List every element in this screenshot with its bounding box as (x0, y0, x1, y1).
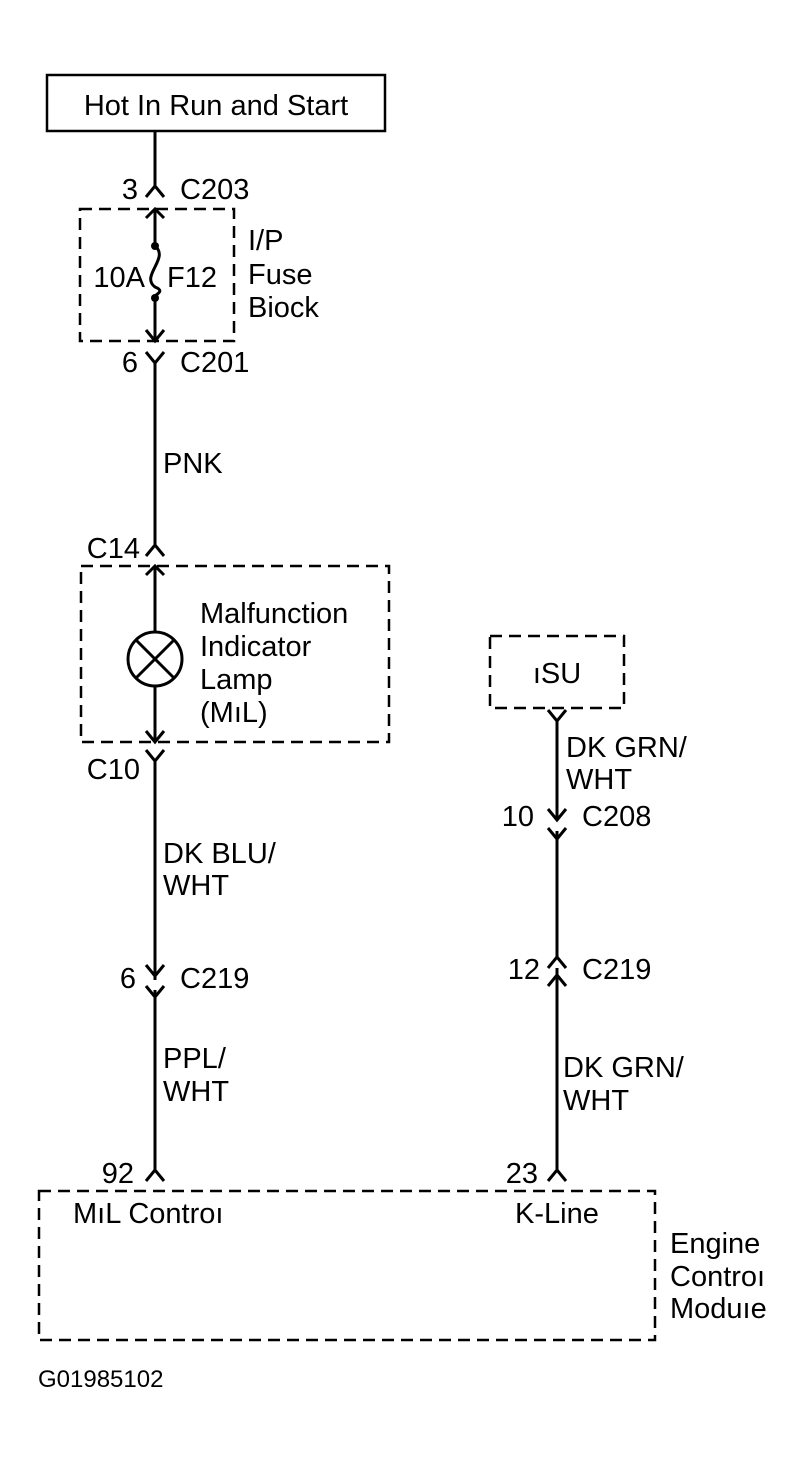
mil-lamp-component: Malfunction Indicator Lamp (MıL) (79, 563, 391, 745)
c201-symbol (144, 351, 166, 366)
isu-label: ıSU (533, 658, 581, 690)
lamp-cross-b (134, 638, 176, 680)
pin-92-symbol (144, 1167, 166, 1182)
connector-c219-kline: 12 C219 (508, 954, 651, 987)
ecm-name-3: Moduıe (670, 1293, 767, 1325)
fuse-element-icon (149, 244, 162, 300)
c219-kline-female (546, 972, 568, 987)
power-source-label: Hot In Run and Start (84, 90, 348, 122)
ecm-name-1: Engine (670, 1228, 760, 1260)
pin-23-label: 23 (506, 1158, 538, 1190)
connector-ecm-pin-92: 92 (102, 1158, 166, 1190)
mil-bottom-arrow (144, 730, 166, 745)
mil-label-1: Malfunction (200, 598, 348, 630)
c219-mil-male (144, 964, 166, 979)
wire-label-dk-blu-wht-2: WHT (163, 870, 229, 902)
figure-id: G01985102 (38, 1366, 163, 1393)
power-source-box (45, 73, 387, 133)
c208-name: C208 (582, 801, 651, 833)
connector-c10: C10 (87, 749, 166, 786)
fuse-block-name-2: Fuse (248, 259, 312, 291)
c203-symbol (144, 183, 166, 198)
isu-output-symbol (546, 709, 568, 724)
fuse-block-name-3: Biock (248, 292, 319, 324)
c10-symbol (144, 749, 166, 764)
c201-name: C201 (180, 347, 249, 379)
c208-female (546, 827, 568, 842)
c14-symbol (144, 542, 166, 557)
c219-mil-name: C219 (180, 963, 249, 995)
c219-kline-pin: 12 (508, 954, 540, 986)
ecm-name-2: Controı (670, 1261, 765, 1293)
c203-pin: 3 (122, 174, 138, 206)
connector-c14: C14 (87, 533, 166, 565)
ecm-k-line-label: K-Line (515, 1198, 599, 1230)
c208-male (546, 808, 568, 823)
c203-name: C203 (180, 174, 249, 206)
mil-label-2: Indicator (200, 631, 312, 663)
c208-pin: 10 (502, 801, 534, 833)
fuse-bottom-arrow (144, 329, 166, 344)
wire-label-dk-grn-wht-top-2: WHT (566, 764, 632, 796)
connector-c203: 3 C203 (122, 174, 249, 206)
c10-name: C10 (87, 754, 140, 786)
pin-92-label: 92 (102, 1158, 134, 1190)
c14-name: C14 (87, 533, 140, 565)
power-source: Hot In Run and Start (45, 73, 387, 133)
mil-label-4: (MıL) (200, 697, 268, 729)
engine-control-module: MıL Controı K-Line Engine Controı Moduıe (37, 1189, 767, 1342)
wire-label-dk-grn-wht-bottom-1: DK GRN/ (563, 1052, 685, 1084)
fuse-name: F12 (167, 262, 217, 294)
isu-outline (488, 634, 626, 710)
fuse-block: 10A F12 I/P Fuse Biock (78, 206, 319, 344)
c219-mil-female (144, 985, 166, 1000)
isu-component: ıSU (488, 634, 626, 724)
c219-kline-name: C219 (582, 954, 651, 986)
wire-label-ppl-wht-1: PPL/ (163, 1043, 227, 1075)
connector-c208: 10 C208 (502, 801, 651, 842)
wire-label-pnk: PNK (163, 448, 223, 480)
connector-c201: 6 C201 (122, 347, 249, 379)
wire-label-dk-grn-wht-top-1: DK GRN/ (566, 732, 688, 764)
ecm-mil-control-label: MıL Controı (73, 1198, 223, 1230)
connector-ecm-pin-23: 23 (506, 1158, 568, 1190)
wire-label-dk-grn-wht-bottom-2: WHT (563, 1085, 629, 1117)
c219-mil-pin: 6 (120, 963, 136, 995)
ecm-outline (37, 1189, 657, 1342)
fuse-block-name-1: I/P (248, 225, 283, 257)
connector-c219-mil: 6 C219 (120, 963, 249, 1000)
wire-label-dk-blu-wht-1: DK BLU/ (163, 838, 277, 870)
c201-pin: 6 (122, 347, 138, 379)
wire-label-ppl-wht-2: WHT (163, 1076, 229, 1108)
pin-23-symbol (546, 1167, 568, 1182)
mil-label-3: Lamp (200, 664, 273, 696)
c219-kline-male (546, 954, 568, 969)
mil-outline (79, 564, 391, 744)
fuse-rating: 10A (93, 262, 145, 294)
